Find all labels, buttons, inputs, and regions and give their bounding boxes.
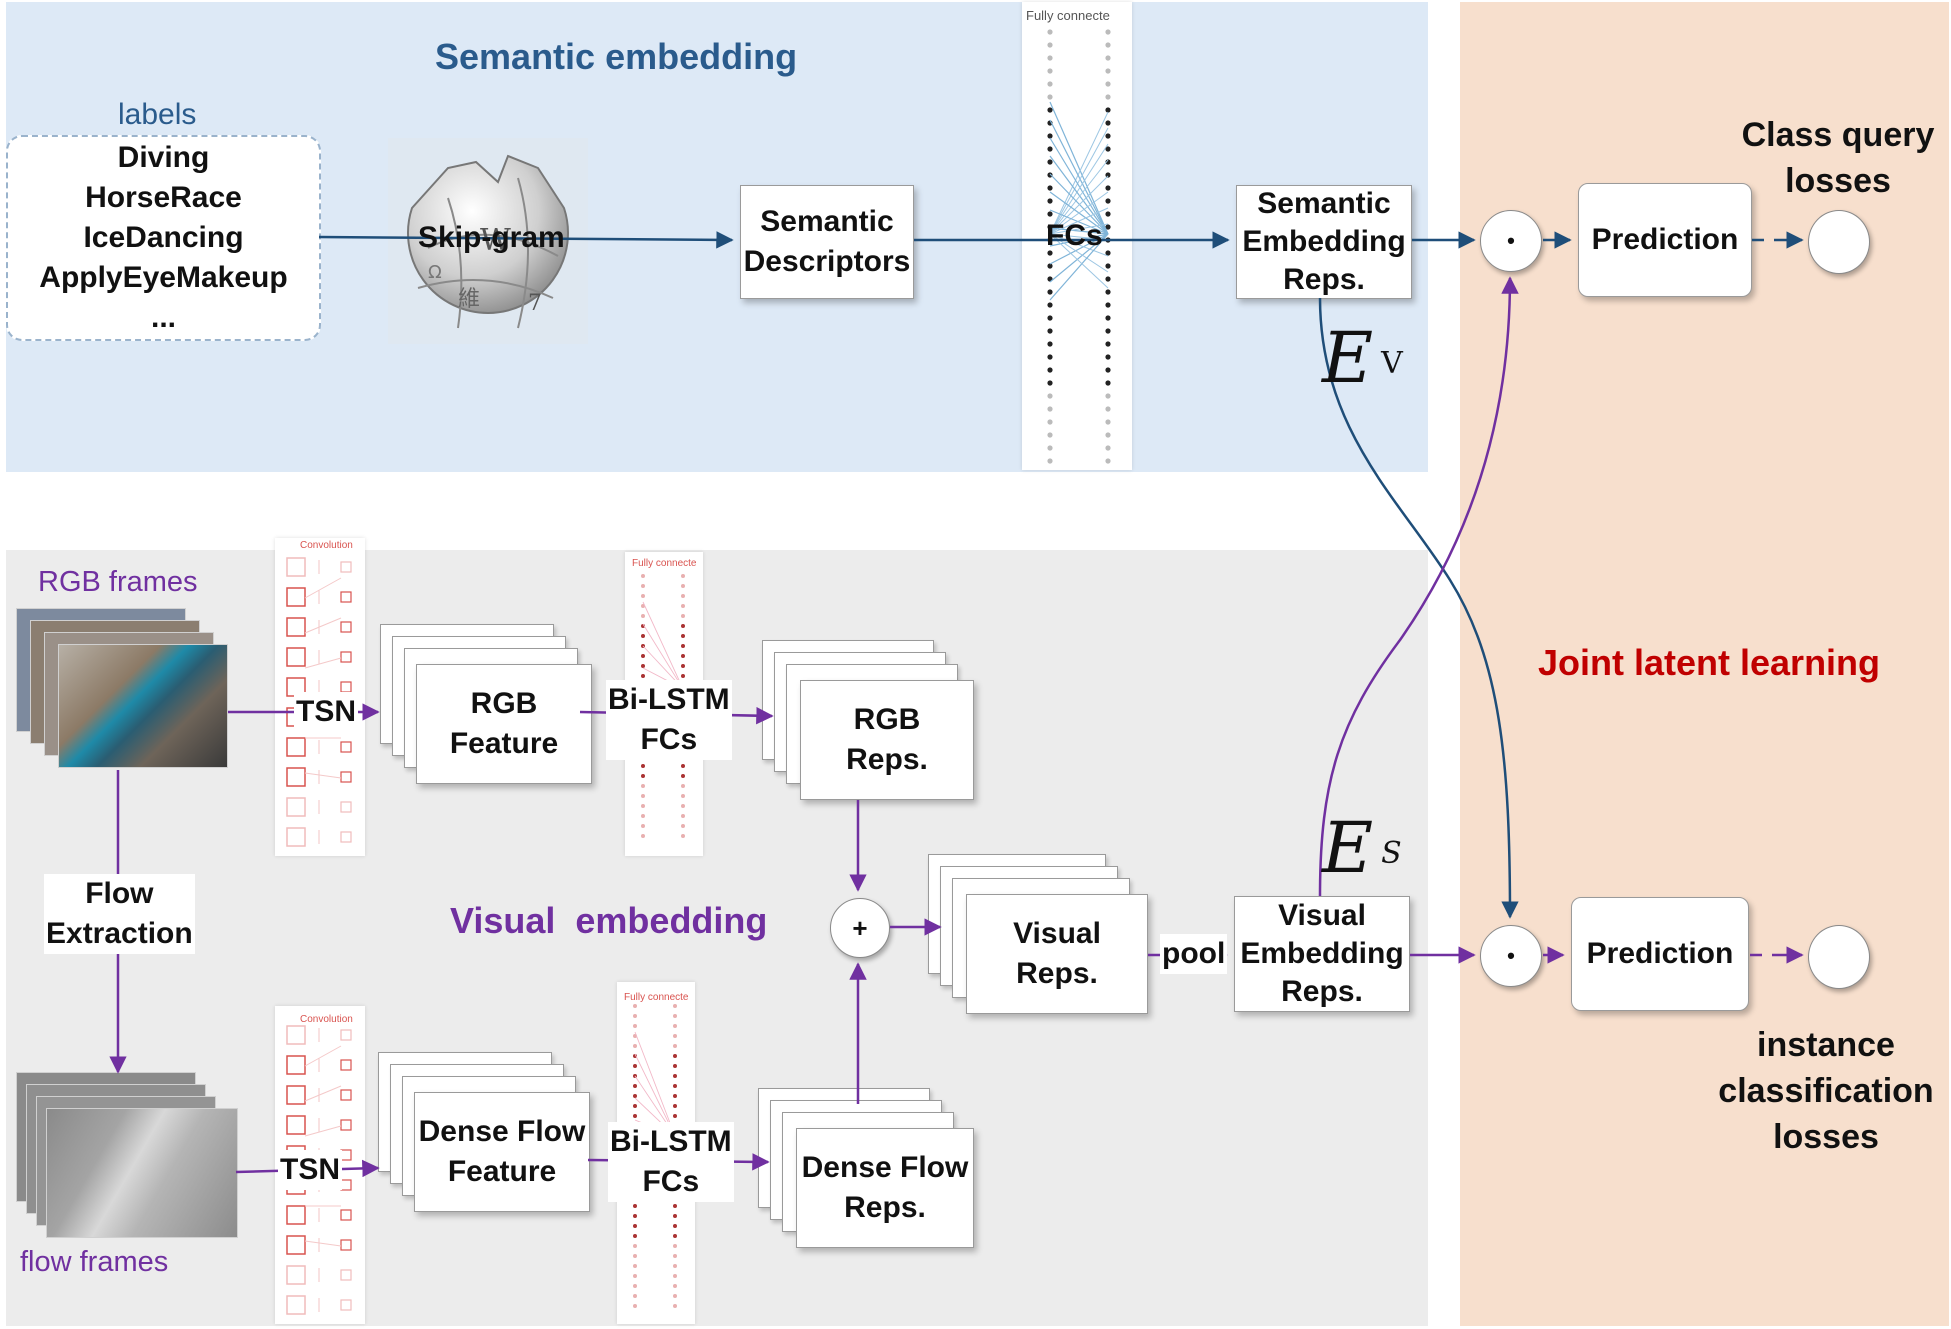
flow-extraction-label: Flow Extraction [44, 874, 195, 954]
rgb-reps-line: Reps. [846, 743, 928, 776]
es-base: E [1322, 807, 1374, 889]
label-item: ... [150, 301, 176, 334]
class-dot-product-node: • [1480, 210, 1542, 272]
ev-base: E [1322, 317, 1374, 399]
flow-bilstm-line: Bi-LSTM [610, 1125, 732, 1158]
wikipedia-globe-icon: W 維 7 Ω [388, 138, 588, 344]
visual-reps-line: Reps. [1016, 957, 1098, 990]
visual-title: Visual embedding [450, 900, 768, 941]
svg-text:7: 7 [528, 291, 542, 316]
label-item: HorseRace [85, 181, 242, 214]
flow-frames-label: flow frames [20, 1246, 169, 1278]
flow-conv-caption: Convolution [300, 1014, 353, 1025]
rgb-feature-line: RGB [470, 687, 538, 720]
flow-extraction-line: Extraction [46, 917, 193, 950]
semantic-descriptors-line: Descriptors [743, 245, 911, 278]
rgb-bilstm-line: FCs [640, 723, 698, 756]
semantic-nn-caption: Fully connecte [1026, 8, 1110, 23]
flow-frames-stack [16, 1072, 238, 1244]
flow-bilstm-line: FCs [642, 1165, 700, 1198]
class-prediction-label: Prediction [1591, 223, 1739, 256]
semantic-embedding-line: Embedding [1242, 225, 1406, 258]
class-query-line: Class query [1741, 116, 1935, 154]
visual-reps-line: Visual [1013, 917, 1101, 950]
rgb-fc-caption: Fully connecte [632, 558, 697, 569]
flow-reps-box: Dense Flow Reps. [796, 1128, 974, 1248]
semantic-embedding-reps-box: Semantic Embedding Reps. [1236, 185, 1412, 299]
svg-text:維: 維 [458, 287, 480, 312]
instance-losses-label: instance classification losses [1706, 1022, 1946, 1160]
class-query-line: losses [1785, 162, 1891, 200]
class-query-losses-label: Class query losses [1728, 112, 1948, 204]
class-query-output-node [1808, 210, 1870, 274]
ev-sup: V [1381, 346, 1403, 381]
flow-reps-line: Dense Flow [801, 1151, 969, 1184]
instance-prediction-label: Prediction [1586, 937, 1734, 970]
instance-prediction-box: Prediction [1571, 897, 1749, 1011]
rgb-frames-label: RGB frames [38, 566, 198, 598]
labels-header: labels [118, 98, 197, 131]
class-prediction-box: Prediction [1578, 183, 1752, 297]
instance-line: instance [1757, 1026, 1895, 1064]
visual-embedding-line: Reps. [1281, 975, 1363, 1008]
rgb-frames-stack [16, 608, 236, 768]
semantic-descriptors-box: Semantic Descriptors [740, 185, 914, 299]
joint-title: Joint latent learning [1538, 642, 1881, 683]
instance-output-node [1808, 925, 1870, 989]
flow-feature-box: Dense Flow Feature [414, 1092, 590, 1212]
flow-reps-line: Reps. [844, 1191, 926, 1224]
semantic-embedding-line: Semantic [1257, 187, 1391, 220]
instance-line: losses [1773, 1118, 1879, 1156]
semantic-embedding-line: Reps. [1283, 263, 1365, 296]
es-sup: S [1381, 836, 1402, 871]
label-item: Diving [117, 141, 210, 174]
rgb-reps-line: RGB [853, 703, 921, 736]
svg-text:W: W [480, 223, 511, 258]
visual-reps-box: Visual Reps. [966, 894, 1148, 1014]
flow-fc-caption: Fully connecte [624, 992, 689, 1003]
rgb-conv-caption: Convolution [300, 540, 353, 551]
flow-feature-line: Dense Flow [418, 1115, 586, 1148]
instance-dot-product-node: • [1480, 925, 1542, 987]
semantic-title: Semantic embedding [435, 36, 798, 77]
instance-line: classification [1718, 1072, 1934, 1110]
semantic-descriptors-line: Semantic [760, 205, 894, 238]
flow-extraction-line: Flow [85, 877, 154, 910]
visual-embedding-reps-box: Visual Embedding Reps. [1234, 896, 1410, 1012]
rgb-feature-line: Feature [449, 727, 559, 760]
visual-embedding-line: Embedding [1240, 937, 1404, 970]
rgb-feature-box: RGB Feature [416, 664, 592, 784]
semantic-fc-network [1022, 2, 1132, 470]
sum-node: + [830, 898, 890, 958]
skip-gram-label: Skip-gram [418, 221, 565, 254]
pool-label: pool [1160, 934, 1228, 974]
flow-feature-line: Feature [447, 1155, 557, 1188]
svg-text:Ω: Ω [428, 262, 442, 283]
labels-box: Diving HorseRace IceDancing ApplyEyeMake… [6, 135, 321, 341]
label-item: ApplyEyeMakeup [39, 261, 288, 294]
flow-tsn-label: TSN [278, 1150, 342, 1190]
fcs-label: FCs [1046, 219, 1103, 252]
rgb-bilstm-line: Bi-LSTM [608, 683, 730, 716]
rgb-bilstm-label: Bi-LSTM FCs [606, 680, 732, 760]
label-item: IceDancing [83, 221, 244, 254]
rgb-tsn-label: TSN [294, 692, 358, 732]
flow-bilstm-label: Bi-LSTM FCs [608, 1122, 734, 1202]
rgb-reps-box: RGB Reps. [800, 680, 974, 800]
visual-embedding-line: Visual [1278, 899, 1366, 932]
